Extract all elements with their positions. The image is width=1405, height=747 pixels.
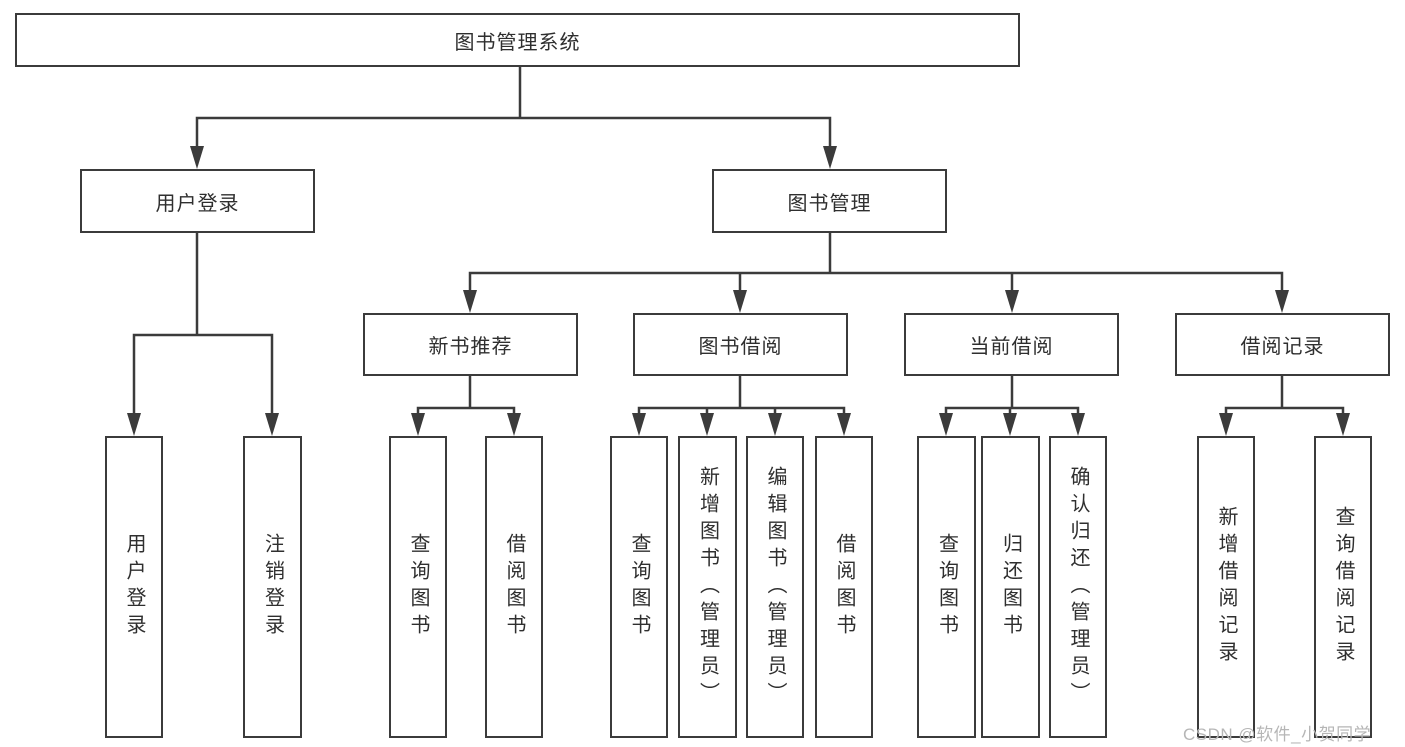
leaf-add-book-admin: 新增图书（管理员） [678, 436, 737, 738]
node-book-management-label: 图书管理 [787, 192, 872, 215]
node-book-management: 图书管理 [712, 169, 947, 233]
arrow-down-icon [190, 146, 204, 169]
leaf-query-books-borrow: 查询图书 [610, 436, 668, 738]
node-borrow-records-label: 借阅记录 [1240, 336, 1325, 358]
leaf-query-borrow-record: 查询借阅记录 [1314, 436, 1372, 738]
arrow-down-icon [411, 413, 425, 436]
leaf-query-books-current: 查询图书 [917, 436, 976, 738]
leaf-user-login: 用户登录 [105, 436, 163, 738]
leaf-edit-book-admin-label: 编辑图书（管理员） [764, 465, 786, 709]
node-borrow-records: 借阅记录 [1175, 313, 1390, 376]
leaf-query-books-borrow-label: 查询图书 [628, 533, 650, 641]
leaf-query-books-recommend: 查询图书 [389, 436, 447, 738]
node-book-borrow: 图书借阅 [633, 313, 848, 376]
leaf-return-book: 归还图书 [981, 436, 1040, 738]
arrow-down-icon [127, 413, 141, 436]
arrow-down-icon [733, 290, 747, 313]
node-root-library-system: 图书管理系统 [15, 13, 1020, 67]
arrow-down-icon [1003, 413, 1017, 436]
node-new-book-recommend: 新书推荐 [363, 313, 578, 376]
arrow-down-icon [1275, 290, 1289, 313]
csdn-watermark: CSDN @软件_小贺同学 [1183, 725, 1372, 744]
arrow-down-icon [632, 413, 646, 436]
leaf-confirm-return-admin: 确认归还（管理员） [1049, 436, 1107, 738]
node-new-book-recommend-label: 新书推荐 [428, 336, 513, 358]
arrow-down-icon [1219, 413, 1233, 436]
leaf-borrow-books-borrow-label: 借阅图书 [833, 533, 855, 641]
leaf-confirm-return-admin-label: 确认归还（管理员） [1067, 465, 1089, 709]
arrowheads [127, 146, 1350, 436]
leaf-return-book-label: 归还图书 [999, 533, 1022, 641]
arrow-down-icon [837, 413, 851, 436]
arrow-down-icon [823, 146, 837, 169]
leaf-borrow-books-recommend-label: 借阅图书 [503, 533, 525, 641]
leaf-query-books-recommend-label: 查询图书 [407, 533, 429, 641]
leaf-query-borrow-record-label: 查询借阅记录 [1332, 506, 1354, 668]
connector-userlogin-to-leaves [132, 231, 274, 418]
arrow-down-icon [507, 413, 521, 436]
leaf-borrow-books-borrow: 借阅图书 [815, 436, 873, 738]
leaf-logout: 注销登录 [243, 436, 302, 738]
leaf-borrow-books-recommend: 借阅图书 [485, 436, 543, 738]
arrow-down-icon [1005, 290, 1019, 313]
arrow-down-icon [939, 413, 953, 436]
node-root-label: 图书管理系统 [454, 31, 581, 54]
arrow-down-icon [700, 413, 714, 436]
leaf-add-book-admin-label: 新增图书（管理员） [696, 465, 719, 709]
node-user-login: 用户登录 [80, 169, 315, 233]
arrow-down-icon [463, 290, 477, 313]
connector-root-to-level2 [195, 65, 832, 150]
arrow-down-icon [1071, 413, 1085, 436]
node-current-borrow-label: 当前借阅 [969, 336, 1054, 358]
leaf-logout-label: 注销登录 [261, 533, 284, 641]
node-current-borrow: 当前借阅 [904, 313, 1119, 376]
arrow-down-icon [1336, 413, 1350, 436]
leaf-add-borrow-record: 新增借阅记录 [1197, 436, 1255, 738]
arrow-down-icon [768, 413, 782, 436]
node-book-borrow-label: 图书借阅 [698, 336, 783, 358]
connector-bookmgmt-to-level3 [468, 231, 1284, 294]
leaf-query-books-current-label: 查询图书 [935, 533, 958, 641]
leaf-user-login-label: 用户登录 [123, 533, 145, 641]
leaf-edit-book-admin: 编辑图书（管理员） [746, 436, 804, 738]
node-user-login-label: 用户登录 [155, 192, 240, 215]
connector-level3-to-leaves [416, 374, 1345, 418]
arrow-down-icon [265, 413, 279, 436]
leaf-add-borrow-record-label: 新增借阅记录 [1215, 506, 1237, 668]
